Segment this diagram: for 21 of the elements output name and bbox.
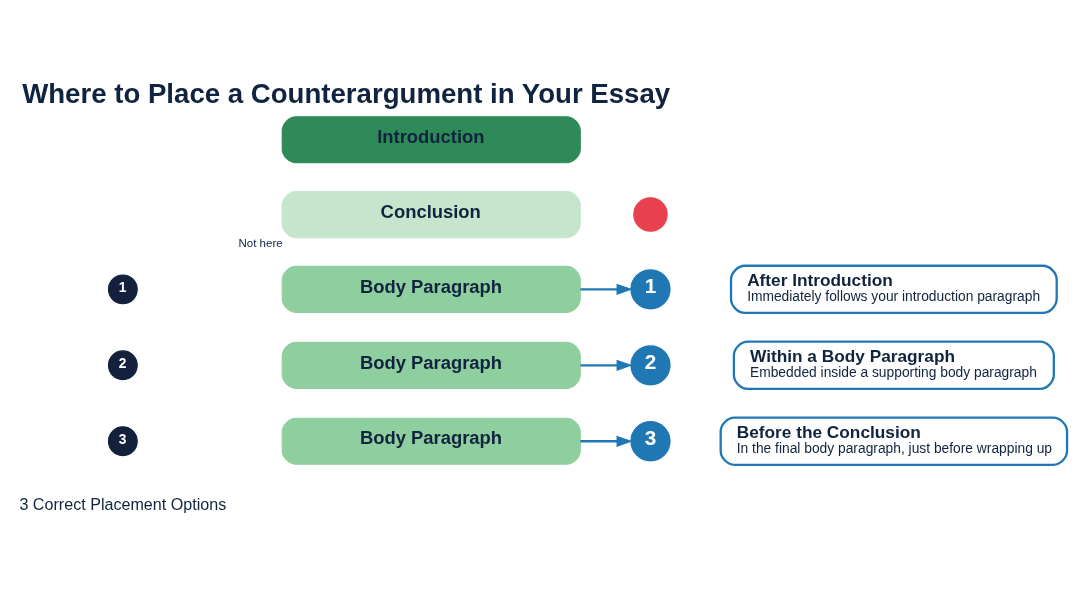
- node-box: Body Paragraph: [281, 341, 581, 389]
- node-box: Within a Body Paragraph Embedded inside a supporting body paragraph: [732, 340, 1055, 390]
- node-box: Introduction: [281, 115, 581, 163]
- arrow: [580, 435, 633, 447]
- node-circle: 3: [107, 425, 138, 456]
- diagram-title: Where to Place a Counterargument in Your Essay: [22, 77, 671, 109]
- node-circle: 2: [629, 343, 672, 387]
- node-circle: 1: [629, 267, 672, 311]
- node-label: Not here: [238, 236, 283, 249]
- node-box: Conclusion: [281, 190, 581, 238]
- node-circle: 1: [107, 273, 138, 304]
- node-box: Body Paragraph: [281, 265, 581, 313]
- label: 3 Correct Placement Options: [19, 494, 227, 513]
- arrow: [580, 359, 633, 371]
- node-circle: [633, 196, 668, 232]
- node-box: After Introduction Immediately follows your introduction paragraph: [729, 264, 1058, 314]
- arrow: [580, 283, 633, 295]
- node-box: Body Paragraph: [281, 417, 581, 465]
- node-circle: 2: [107, 349, 138, 380]
- node-circle: 3: [629, 419, 672, 463]
- node-box: Before the Conclusion In the final body paragraph, just before wrapping up: [719, 416, 1069, 466]
